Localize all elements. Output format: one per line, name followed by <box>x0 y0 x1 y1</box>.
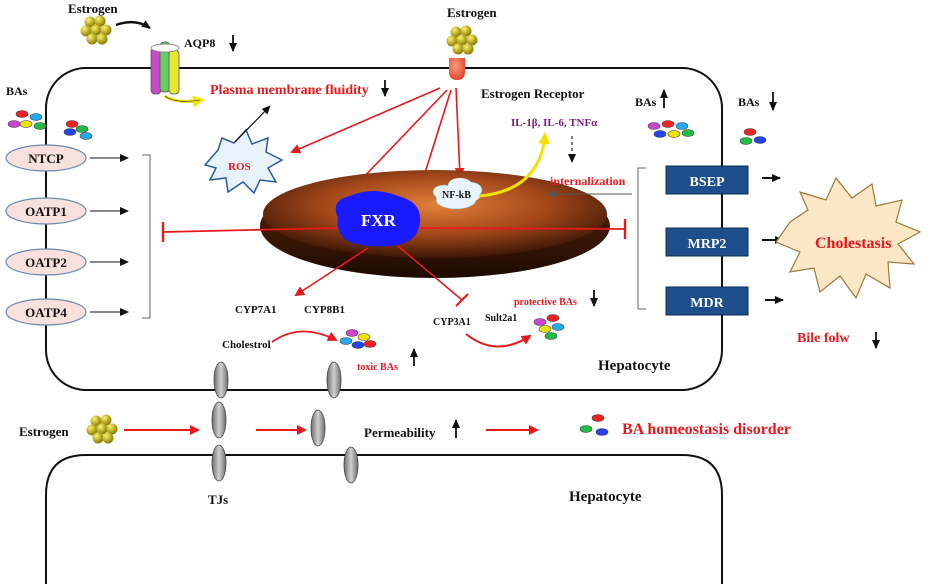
nfkb-to-cytokines-arrow <box>479 132 551 198</box>
cyp8b1-label: CYP8B1 <box>304 304 345 316</box>
aqp8-label: AQP8 <box>184 36 215 50</box>
bas-left-icon <box>7 110 93 140</box>
estrogen-cluster-top-left <box>80 15 112 45</box>
bas-left-label: BAs <box>6 84 28 98</box>
ros-to-fluidity-arrow <box>234 105 271 143</box>
hepatocyte-label-2: Hepatocyte <box>569 489 642 505</box>
plasma-fluidity-label: Plasma membrane fluidity <box>210 83 369 98</box>
bas-up-label: BAs <box>635 95 657 109</box>
estrogen-receptor-icon <box>449 58 465 80</box>
estrogen-cluster-bottom <box>86 414 118 444</box>
fxr-label: FXR <box>361 211 397 230</box>
estrogen-cluster-top <box>446 25 478 55</box>
er-to-nfkb-arrow <box>454 87 465 178</box>
uptake-transporter-ntcp: NTCP <box>5 144 129 172</box>
efflux-transporter-mrp2: MRP2 <box>665 227 784 257</box>
bas-inside-icon <box>647 120 695 138</box>
svg-text:OATP1: OATP1 <box>25 204 67 219</box>
cytokines-label: IL-1β, IL-6, TNFα <box>511 117 598 129</box>
svg-text:BSEP: BSEP <box>689 175 724 190</box>
svg-text:MDR: MDR <box>690 296 724 311</box>
estrogen-receptor-label: Estrogen Receptor <box>481 86 585 101</box>
bile-flow-label: Bile folw <box>797 331 850 346</box>
disorder-bas-icon <box>579 414 609 436</box>
fxr-to-cyp7a1-arrow <box>294 247 369 297</box>
fxr-inhibits-efflux <box>419 219 627 239</box>
uptake-transporter-oatp1: OATP1 <box>5 197 129 225</box>
estrogen-top-left-label: Estrogen <box>68 1 118 16</box>
cholestasis-label: Cholestasis <box>815 235 891 252</box>
fxr-inhibits-uptake <box>161 222 339 242</box>
uptake-bracket <box>142 154 151 319</box>
ba-homeostasis-label: BA homeostasis disorder <box>622 421 791 438</box>
efflux-transporter-mdr: MDR <box>665 286 784 316</box>
tjs-label: TJs <box>208 492 228 507</box>
bas-outside-icon <box>739 128 767 145</box>
cyp7a1-label: CYP7A1 <box>235 304 277 316</box>
cholestasis-starburst <box>775 176 922 300</box>
efflux-transporter-bsep: BSEP <box>665 165 781 195</box>
svg-text:NTCP: NTCP <box>28 151 63 166</box>
hepatocyte-membrane-lower <box>45 454 723 584</box>
estrogen-top-label: Estrogen <box>447 5 497 20</box>
internalization-label: internalization <box>550 174 626 188</box>
protective-bas-label: protective BAs <box>514 297 577 308</box>
efflux-bracket <box>637 167 646 310</box>
tight-junctions <box>211 361 359 484</box>
toxic-bas-label: toxic BAs <box>357 362 398 373</box>
svg-text:OATP4: OATP4 <box>25 305 67 320</box>
aqp8-channel-icon <box>150 41 180 95</box>
estrogen-bottom-label: Estrogen <box>19 424 69 439</box>
uptake-transporter-oatp2: OATP2 <box>5 248 129 276</box>
permeability-label: Permeability <box>364 425 436 440</box>
cholestrol-label: Cholestrol <box>222 339 271 351</box>
svg-text:OATP2: OATP2 <box>25 255 67 270</box>
fxr-blob <box>335 191 421 247</box>
nfkb-label: NF-kB <box>442 190 471 201</box>
toxic-bas-icon <box>339 329 377 349</box>
uptake-transporter-oatp4: OATP4 <box>5 298 129 326</box>
cholestrol-to-toxic-arrow <box>271 330 338 343</box>
estrogen-to-aqp8-arrow <box>115 20 151 30</box>
fxr-inhibits-cyp3a1 <box>397 245 469 307</box>
cyp3a1-cycle-arrow <box>465 333 532 348</box>
sult2a1-label: Sult2a1 <box>485 313 517 324</box>
nfkb-cloud <box>432 178 483 210</box>
cyp3a1-label: CYP3A1 <box>433 317 471 328</box>
svg-text:MRP2: MRP2 <box>688 237 727 252</box>
hepatocyte-label-1: Hepatocyte <box>598 358 671 374</box>
ros-label: ROS <box>228 161 251 173</box>
bas-down-label: BAs <box>738 95 760 109</box>
ros-starburst <box>203 128 284 195</box>
er-to-ros-arrow <box>290 87 441 154</box>
protective-bas-icon <box>533 314 565 340</box>
